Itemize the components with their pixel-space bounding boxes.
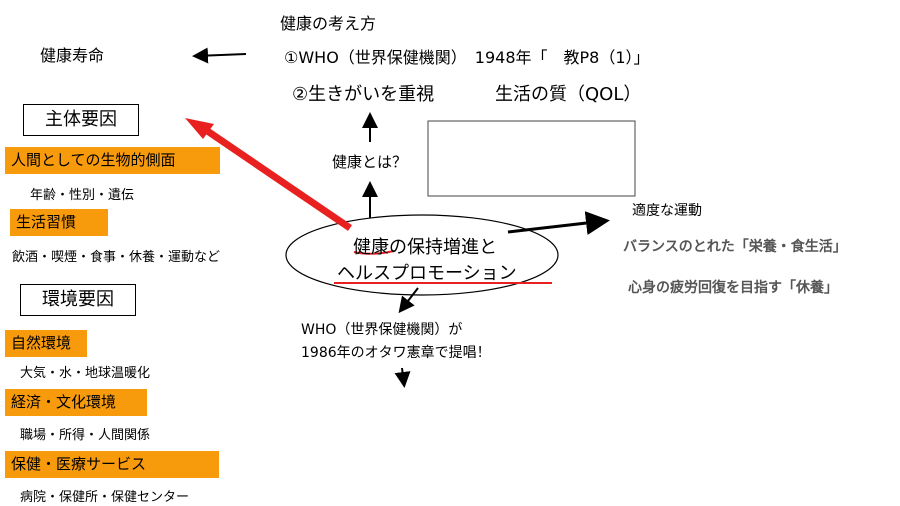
center-line-2: ヘルスプロモーション xyxy=(337,263,517,284)
subject-item-lifestyle: 生活習慣 xyxy=(10,209,108,236)
red-arrow-head xyxy=(185,118,214,139)
question-label: 健康とは？ xyxy=(332,153,408,171)
arrow-to-longevity xyxy=(192,47,247,64)
env-item-nature-detail: 大気・水・地球温暖化 xyxy=(20,366,151,381)
promotion-note-line-1: WHO（世界保健機関）が xyxy=(301,322,463,338)
underline-kenko xyxy=(353,250,395,255)
longevity-label: 健康寿命 xyxy=(40,46,105,65)
nutrition-label: バランスのとれた「栄養・食生活」 xyxy=(623,239,847,255)
subject-item-biology: 人間としての生物的側面 xyxy=(5,147,220,174)
env-item-health-services: 保健・医療サービス xyxy=(5,451,219,478)
environment-factors-header: 環境要因 xyxy=(20,284,136,316)
env-item-nature: 自然環境 xyxy=(5,330,87,357)
arrow-to-who-note xyxy=(398,287,419,314)
arrow-to-exercise xyxy=(507,211,610,235)
subject-factors-header: 主体要因 xyxy=(23,104,139,136)
qol-line-b: 生活の質（QOL） xyxy=(495,84,642,105)
subject-item-lifestyle-detail: 飲酒・喫煙・食事・休養・運動など xyxy=(12,250,221,265)
env-item-economy: 経済・文化環境 xyxy=(5,389,147,416)
center-line-1: 健康の保持増進と xyxy=(353,237,497,258)
who-1948-line: ①WHO（世界保健機関） 1948年「 教P8（1）」 xyxy=(284,48,650,67)
qol-line-a: ②生きがいを重視 xyxy=(292,84,435,105)
promotion-note-line-2: 1986年のオタワ憲章で提唱！ xyxy=(301,345,491,361)
subject-item-biology-detail: 年齢・性別・遺伝 xyxy=(30,188,135,203)
red-arrow-to-subject xyxy=(198,123,352,231)
rest-label: 心身の疲労回復を目指す「休養」 xyxy=(628,280,838,296)
center-ellipse xyxy=(285,214,559,296)
exercise-label: 適度な運動 xyxy=(632,203,702,219)
empty-answer-box xyxy=(427,120,636,197)
env-item-health-services-detail: 病院・保健所・保健センター xyxy=(20,490,190,505)
arrow-down-note xyxy=(394,367,411,388)
env-item-economy-detail: 職場・所得・人間関係 xyxy=(20,428,151,443)
page-title: 健康の考え方 xyxy=(280,14,377,33)
